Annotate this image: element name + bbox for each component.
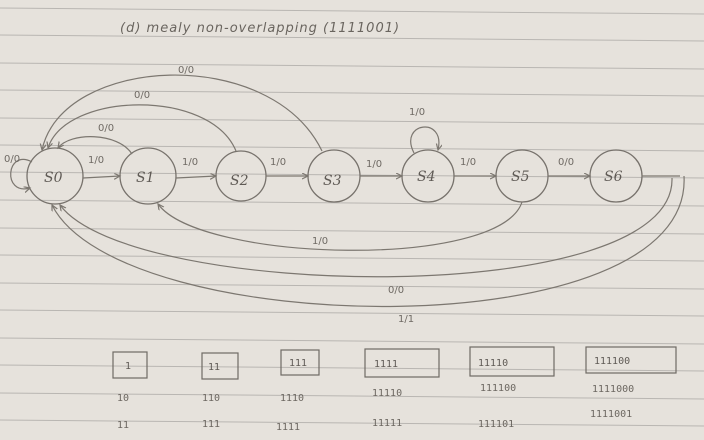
transition-s2-s3: 1/0: [266, 157, 308, 176]
state-s5: S5: [495, 149, 549, 203]
ruled-line: [0, 337, 704, 345]
state-label: S2: [230, 173, 249, 189]
ruled-line: [0, 117, 704, 125]
sequence-row: 10: [117, 393, 129, 404]
sequence-box-text: 111: [289, 358, 307, 369]
transition-s1-s2: 1/0: [175, 157, 216, 178]
sequence-box: [201, 352, 239, 380]
transition-s0-s1: 1/0: [82, 155, 120, 178]
transition-s3-s0: 0/0: [42, 65, 323, 151]
diagram-title: (d) mealy non-overlapping (1111001): [120, 21, 400, 36]
sequence-column: 11110 111100 111101: [469, 346, 555, 430]
transition-s6-s0-output: 1/1: [52, 175, 685, 325]
edge-label: 1/0: [88, 155, 104, 166]
sequence-row: 1111: [276, 422, 300, 433]
state-s4: S4: [401, 149, 455, 203]
edge-label: 1/0: [182, 157, 198, 168]
ruled-line: [0, 7, 704, 15]
ruled-line: [0, 89, 704, 97]
sequence-row: 11: [117, 420, 129, 431]
sequence-box: [280, 349, 320, 376]
sequence-column: 1111 11110 11111: [364, 348, 440, 429]
sequence-box: [364, 348, 440, 378]
sequence-row: 1110: [280, 393, 304, 404]
state-label: S1: [136, 170, 155, 186]
sequence-column: 11 110 111: [201, 352, 239, 430]
sequence-column: 111 1110 1111: [276, 349, 320, 433]
transition-s1-s0: 0/0: [58, 123, 133, 155]
sequence-row: 11111: [372, 418, 402, 429]
edge-label: 1/0: [409, 107, 425, 118]
ruled-line: [0, 34, 704, 42]
edge-label: 0/0: [4, 154, 20, 165]
ruled-line: [0, 392, 704, 400]
edge-label: 0/0: [178, 65, 194, 76]
ruled-line: [0, 199, 704, 207]
transition-s6-s0: 0/0: [60, 177, 673, 296]
state-s0: S0: [26, 147, 84, 205]
ruled-line: [0, 309, 704, 317]
sequence-column: 111100 1111000 1111001: [585, 346, 677, 420]
edge-label: 0/0: [558, 157, 574, 168]
sequence-row: 1111001: [590, 409, 632, 420]
state-label: S3: [323, 173, 342, 189]
ruled-line: [0, 62, 704, 70]
edge-label: 0/0: [134, 90, 150, 101]
state-s2: S2: [215, 150, 267, 202]
state-s3: S3: [307, 149, 361, 203]
edge-label: 0/0: [388, 285, 404, 296]
state-label: S5: [511, 169, 530, 185]
edge-label: 1/0: [460, 157, 476, 168]
sequence-box-text: 11110: [478, 358, 508, 369]
ruled-line: [0, 227, 704, 235]
edge-label: 1/0: [270, 157, 286, 168]
sequence-row: 111: [202, 419, 220, 430]
state-label: S0: [44, 170, 63, 186]
sequence-row: 11110: [372, 388, 402, 399]
edge-label: 0/0: [98, 123, 114, 134]
sequence-box-text: 1111: [374, 359, 398, 370]
sequence-column: 1 10 11: [112, 351, 148, 431]
sequence-table: 1 10 11 11 110 111 111 1110 1111 1111 11…: [112, 346, 677, 433]
edge-label: 1/0: [366, 159, 382, 170]
sequence-row: 111100: [480, 383, 516, 394]
edge-label: 1/1: [398, 314, 414, 325]
sequence-row: 110: [202, 393, 220, 404]
ruled-line: [0, 282, 704, 290]
sequence-box: [585, 346, 677, 374]
transition-s2-s0: 0/0: [48, 90, 237, 152]
sequence-box: [469, 346, 555, 377]
sequence-box-text: 1: [125, 361, 131, 372]
transition-s3-s4: 1/0: [360, 159, 402, 176]
transition-s5-s1: 1/0: [158, 201, 523, 251]
transition-s0-s0: 0/0: [4, 154, 33, 189]
ruled-line: [0, 254, 704, 262]
state-s6: S6: [589, 149, 643, 203]
state-s1: S1: [119, 147, 177, 205]
transition-s5-s6: 0/0: [548, 157, 590, 176]
sequence-box-text: 11: [208, 362, 220, 373]
transition-s4-s4: 1/0: [409, 107, 439, 154]
ruled-line: [0, 364, 704, 372]
edge-label: 1/0: [312, 236, 328, 247]
sequence-box: [112, 351, 148, 379]
ruled-line: [0, 144, 704, 152]
transition-s4-s5: 1/0: [454, 157, 496, 176]
ruled-line: [0, 419, 704, 427]
sequence-row: 1111000: [592, 384, 634, 395]
state-label: S4: [417, 169, 436, 185]
sequence-row: 111101: [478, 419, 514, 430]
state-label: S6: [604, 169, 623, 185]
sequence-box-text: 111100: [594, 356, 630, 367]
